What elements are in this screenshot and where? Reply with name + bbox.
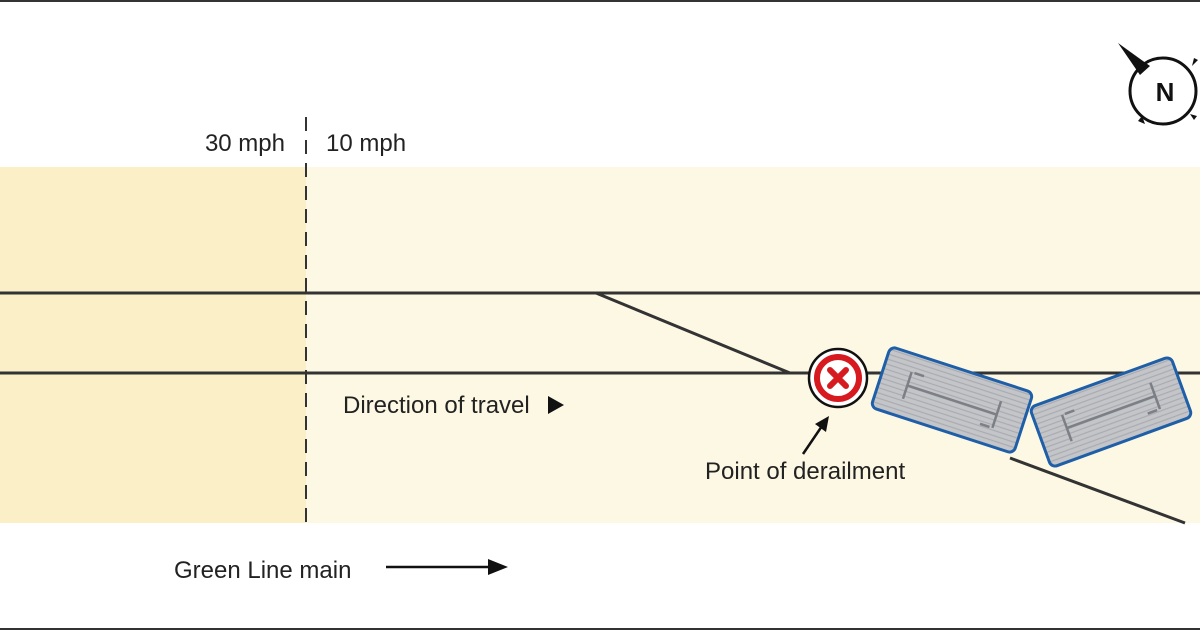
x-circle-icon	[807, 347, 869, 409]
direction-of-travel-label: Direction of travel	[343, 392, 530, 419]
green-line-main-label: Green Line main	[174, 557, 351, 584]
north-compass-icon: N	[1118, 43, 1198, 126]
track-diverging	[1009, 456, 1186, 525]
derailment-leader-line	[801, 425, 824, 455]
speed-label-10mph: 10 mph	[326, 130, 406, 157]
track-crossover	[595, 291, 791, 375]
zone-30mph	[0, 167, 306, 523]
triangle-right-icon	[548, 396, 564, 414]
derailment-leader-arrowhead	[815, 416, 829, 432]
derailed-railcar-1	[870, 346, 1034, 454]
derailed-railcar-2	[1029, 356, 1193, 468]
point-of-derailment-label: Point of derailment	[705, 458, 905, 485]
green-line-main-arrowhead	[488, 559, 508, 575]
speed-label-30mph: 30 mph	[205, 130, 285, 157]
compass-north-label: N	[1156, 77, 1175, 107]
